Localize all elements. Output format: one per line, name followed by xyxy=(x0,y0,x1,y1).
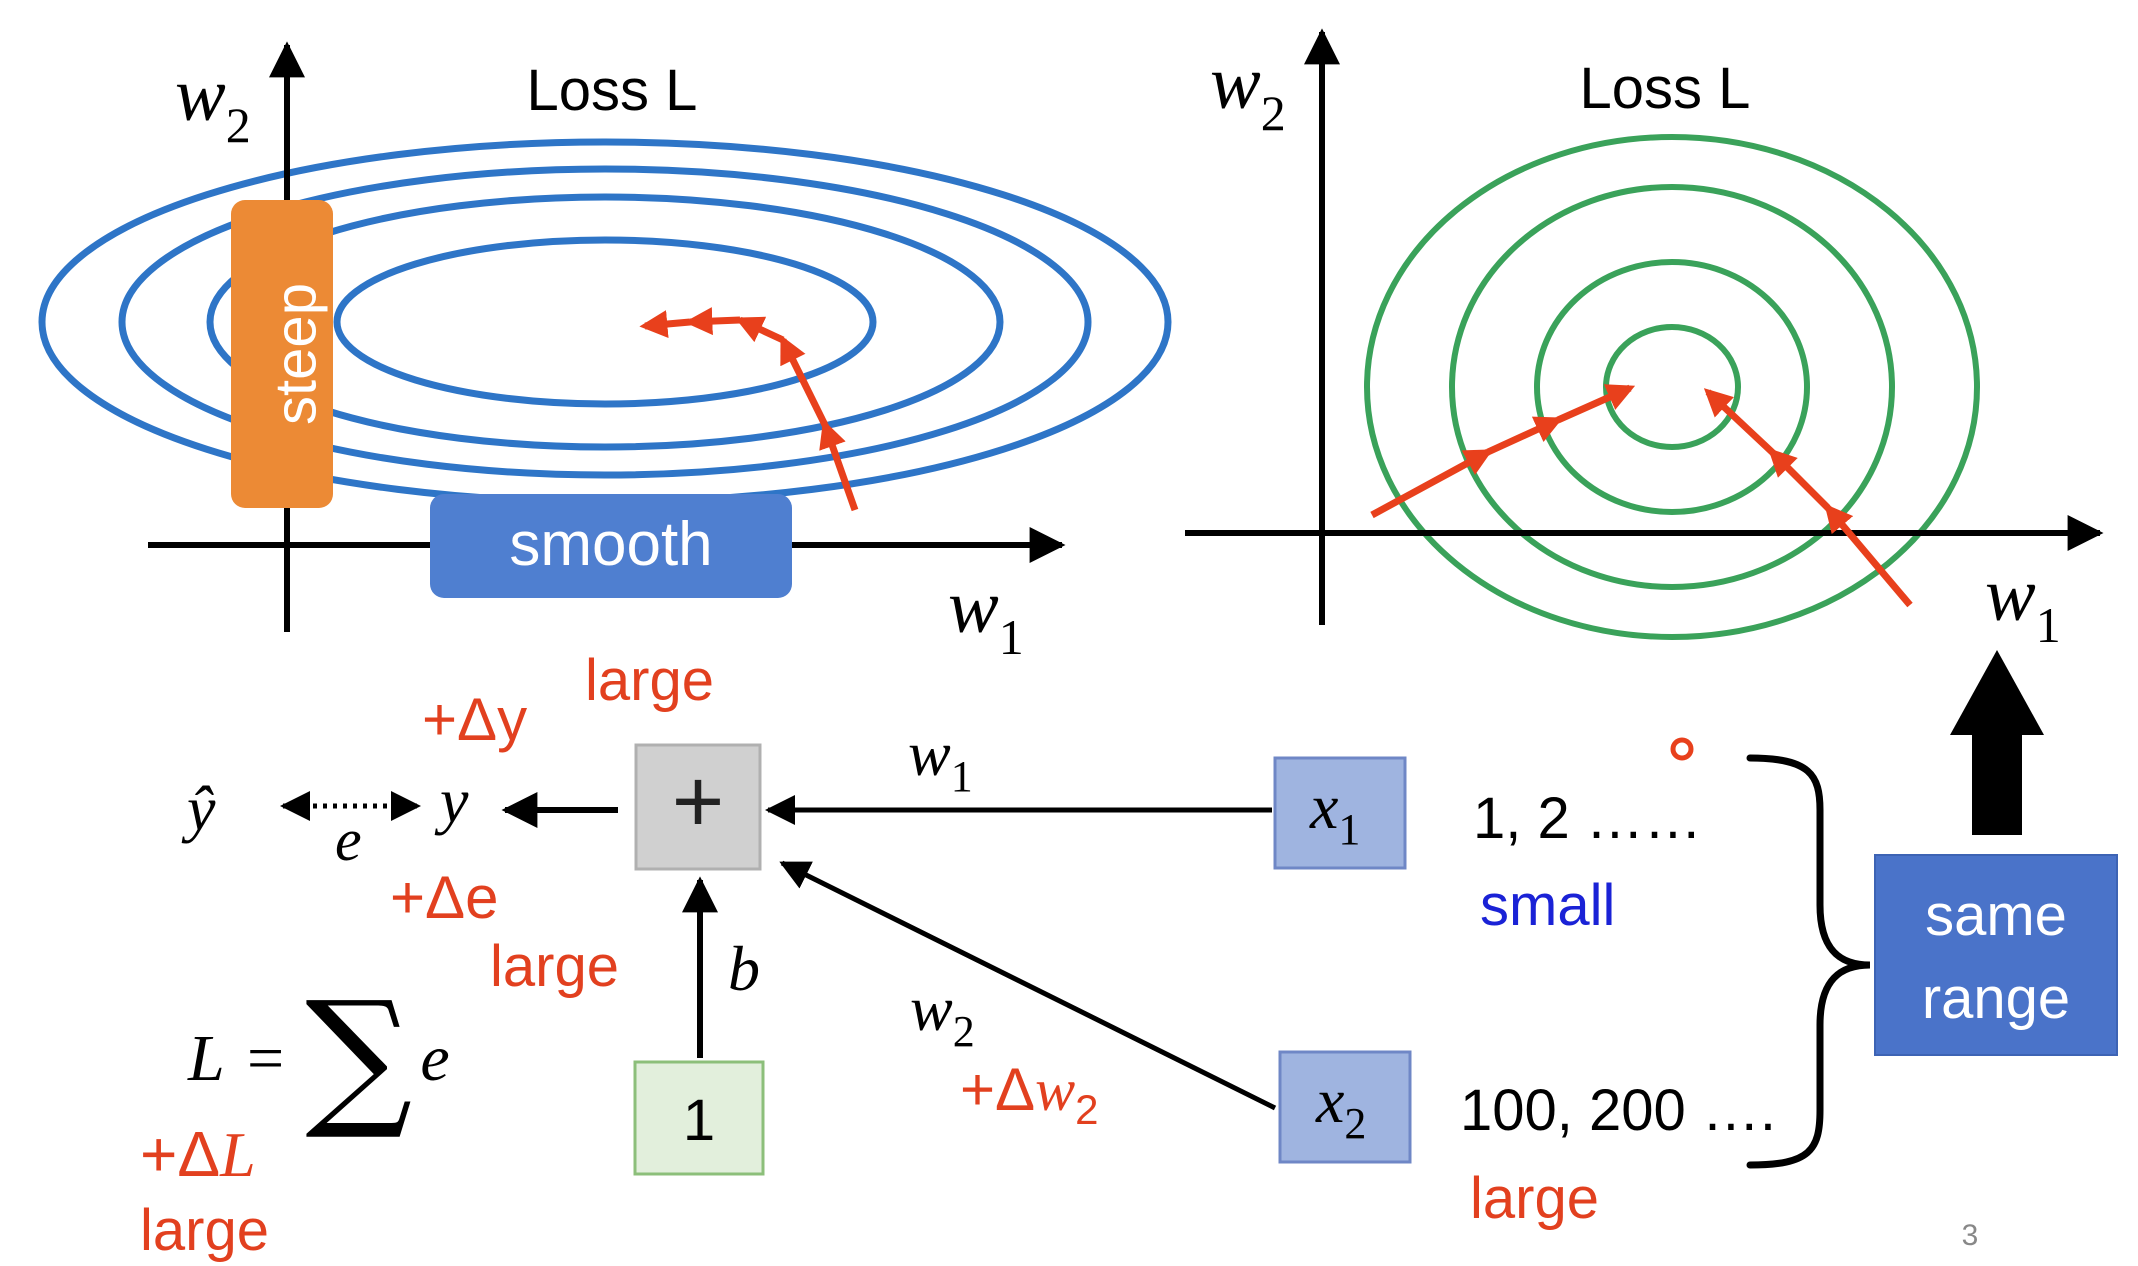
left-loss-plot: steep smooth Loss L w2 w1 xyxy=(38,41,1172,665)
large-y-label: large xyxy=(585,648,714,713)
contour-ellipse-3 xyxy=(118,165,1092,479)
large-L-label: large xyxy=(140,1198,269,1263)
big-up-arrow-shaft xyxy=(1972,735,2022,835)
right-descent-path-2 xyxy=(1703,388,1913,608)
descent-step xyxy=(1370,448,1493,519)
x1-label: x1 xyxy=(1309,771,1360,854)
descent-step xyxy=(1824,503,1913,608)
x2-values: 100, 200 …. xyxy=(1460,1078,1776,1143)
descent-step xyxy=(639,310,691,338)
big-up-arrow-head xyxy=(1950,650,2044,735)
contour-circle-4 xyxy=(1364,134,1980,640)
sum-symbol: ∑ xyxy=(305,970,412,1144)
descent-step xyxy=(1768,448,1831,511)
green-contours xyxy=(1364,134,1980,640)
smooth-label: smooth xyxy=(509,510,712,579)
y-hat-label: ŷ xyxy=(181,773,216,844)
large-e-label: large xyxy=(490,934,619,999)
neuron-diagram: ŷ e y + 1 b x1 w1 x2 w2 +Δw2 +Δy large +… xyxy=(140,648,2118,1263)
descent-step xyxy=(734,316,785,344)
delta-y-label: +Δy xyxy=(422,686,527,753)
descent-step xyxy=(1703,388,1775,455)
left-descent-path xyxy=(639,307,859,512)
steep-label: steep xyxy=(263,283,328,425)
delta-e-label: +Δe xyxy=(390,864,499,931)
error-e-label: e xyxy=(335,807,362,873)
bias-one-box xyxy=(633,1060,765,1176)
w2-weight-label: w2 xyxy=(910,973,975,1056)
same-range-line2: range xyxy=(1922,966,2070,1031)
left-x-axis-label: w1 xyxy=(948,565,1024,665)
smooth-box xyxy=(430,494,792,598)
bias-b-label: b xyxy=(728,933,760,1004)
contour-ellipse-2 xyxy=(206,193,1004,451)
small-label: small xyxy=(1480,873,1615,938)
x2-to-sum-arrow xyxy=(779,860,1277,1111)
y-label: y xyxy=(434,765,469,836)
blue-contours xyxy=(38,138,1172,506)
left-y-axis-label: w2 xyxy=(175,53,251,153)
page-number: 3 xyxy=(1962,1219,1979,1252)
pointer-dot xyxy=(1670,737,1694,761)
x2-label: x2 xyxy=(1315,1065,1366,1148)
contour-circle-2 xyxy=(1534,259,1810,515)
sum-node-plus: + xyxy=(672,752,725,852)
x2-input-box xyxy=(1278,1050,1412,1164)
right-loss-plot: Loss L w2 w1 xyxy=(1185,28,2104,653)
descent-step xyxy=(1556,384,1636,424)
right-descent-path-1 xyxy=(1370,384,1636,519)
sum-node-box xyxy=(634,743,762,871)
contour-circle-3 xyxy=(1449,184,1895,590)
large-x2-label: large xyxy=(1470,1166,1599,1231)
same-range-box xyxy=(1874,854,2118,1056)
left-plot-title: Loss L xyxy=(527,58,698,123)
x1-values: 1, 2 …… xyxy=(1473,786,1702,851)
x1-input-box xyxy=(1273,756,1407,870)
big-up-arrow xyxy=(1950,650,2044,835)
right-y-axis-label: w2 xyxy=(1210,41,1286,141)
descent-step xyxy=(779,334,829,427)
steep-box xyxy=(231,200,333,508)
w1-weight-label: w1 xyxy=(908,718,973,801)
same-range-line1: same xyxy=(1925,883,2067,948)
contour-ellipse-1 xyxy=(333,236,877,408)
descent-step xyxy=(1486,416,1564,456)
descent-step xyxy=(819,419,859,512)
delta-L-label: +ΔL xyxy=(140,1118,256,1190)
loss-equation: L=∑e xyxy=(187,970,450,1144)
right-plot-title: Loss L xyxy=(1580,56,1751,121)
descent-step xyxy=(684,307,741,336)
delta-w2-label: +Δw2 xyxy=(960,1056,1099,1133)
curly-brace xyxy=(1746,754,1871,1169)
bias-one-label: 1 xyxy=(683,1088,715,1153)
right-x-axis-label: w1 xyxy=(1985,553,2061,653)
